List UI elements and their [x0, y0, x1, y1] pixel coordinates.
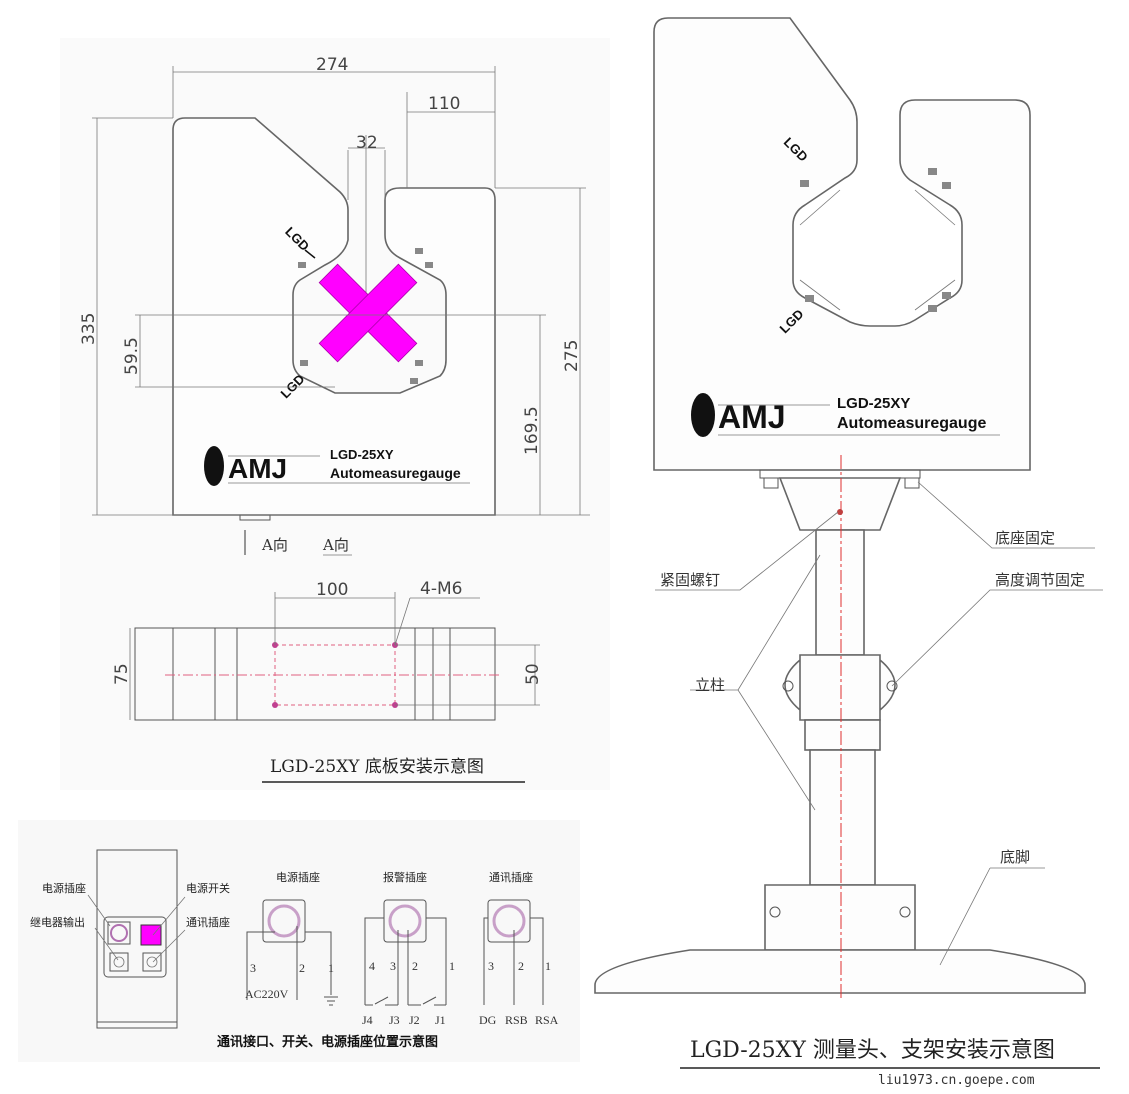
dim-75: 75 — [112, 663, 132, 685]
connector-panel: 电源插座 继电器输出 电源开关 通讯插座 电源插座 3 2 1 AC220V 报… — [18, 820, 580, 1062]
amj-logo-right: AMJ LGD-25XY Automeasuregauge — [691, 393, 1000, 437]
dim-335: 335 — [79, 313, 99, 345]
column-upper — [815, 529, 865, 656]
base-plate-caption: LGD-25XY 底板安装示意图 — [270, 757, 484, 777]
measuring-head-outline — [653, 17, 1031, 471]
comm-rsa: RSA — [535, 1013, 559, 1027]
callout-column: 立柱 — [695, 676, 725, 694]
device-side — [96, 849, 178, 1029]
alarm-j4: J4 — [362, 1013, 373, 1027]
stand-caption: LGD-25XY 测量头、支架安装示意图 — [690, 1038, 1055, 1063]
mount-neck — [778, 477, 902, 531]
power-pin-2: 2 — [299, 961, 305, 975]
alarm-socket-title: 报警插座 — [383, 870, 427, 884]
alarm-j2: J2 — [409, 1013, 420, 1027]
watermark: liu1973.cn.goepe.com — [878, 1073, 1035, 1088]
label-relay-output: 继电器输出 — [30, 915, 85, 929]
direction-label-a-1: A向 — [261, 536, 288, 554]
base-plate-view: 100 4-M6 75 50 LGD-25XY 底板安装示意图 — [112, 579, 543, 783]
dim-50: 50 — [523, 663, 543, 685]
label-power-socket: 电源插座 — [42, 881, 86, 895]
comm-pin-3: 3 — [488, 959, 494, 973]
comm-dg: DG — [479, 1013, 497, 1027]
dim-4-m6: 4-M6 — [420, 579, 462, 599]
dim-169-5: 169.5 — [522, 406, 542, 455]
alarm-j1: J1 — [435, 1013, 446, 1027]
base-block — [764, 884, 916, 951]
measurement-cross — [318, 263, 418, 363]
dim-59-5: 59.5 — [122, 337, 142, 375]
alarm-pin-1: 1 — [449, 959, 455, 973]
power-voltage: AC220V — [245, 987, 289, 1001]
dim-110: 110 — [428, 94, 460, 114]
dimension-lines: 274 110 32 335 275 59.5 169.5 — [79, 55, 590, 516]
connector-caption: 通讯接口、开关、电源插座位置示意图 — [217, 1034, 438, 1050]
svg-text:Automeasuregauge: Automeasuregauge — [330, 465, 461, 481]
label-comm-socket: 通讯插座 — [186, 915, 230, 929]
svg-text:AMJ: AMJ — [228, 453, 287, 484]
comm-pin-2: 2 — [518, 959, 524, 973]
callout-base-fix: 底座固定 — [995, 529, 1055, 547]
dim-100: 100 — [316, 580, 348, 600]
top-view: LGD LGD AMJ LGD-25XY Automeasuregauge 27… — [60, 38, 610, 790]
comm-pin-1: 1 — [545, 959, 551, 973]
height-clamp — [784, 654, 896, 721]
comm-rsb: RSB — [505, 1013, 528, 1027]
alarm-pin-4: 4 — [369, 959, 375, 973]
svg-text:AMJ: AMJ — [718, 399, 786, 435]
column-lower — [809, 749, 876, 886]
power-socket-title: 电源插座 — [276, 870, 320, 884]
comm-socket-title: 通讯插座 — [489, 870, 533, 884]
callout-height-fix: 高度调节固定 — [995, 571, 1085, 589]
svg-text:LGD-25XY: LGD-25XY — [330, 447, 394, 462]
dim-32: 32 — [356, 133, 378, 153]
dim-275: 275 — [562, 340, 582, 372]
power-switch — [140, 924, 162, 946]
callout-screw: 紧固螺钉 — [660, 571, 720, 589]
alarm-pin-3: 3 — [390, 959, 396, 973]
stand-view: LGD LGD AMJ LGD-25XY Automeasuregauge 底座… — [594, 17, 1103, 1069]
alarm-j3: J3 — [389, 1013, 400, 1027]
alarm-pin-2: 2 — [412, 959, 418, 973]
svg-text:Automeasuregauge: Automeasuregauge — [837, 415, 986, 432]
svg-text:LGD-25XY: LGD-25XY — [837, 395, 910, 412]
amj-logo: AMJ LGD-25XY Automeasuregauge — [204, 446, 470, 486]
dim-274: 274 — [316, 55, 348, 75]
callout-foot: 底脚 — [1000, 848, 1030, 866]
label-power-switch: 电源开关 — [186, 881, 230, 895]
power-pin-3: 3 — [250, 961, 256, 975]
base-foot — [594, 949, 1086, 994]
gauge-head-outline — [172, 117, 496, 516]
power-pin-1: 1 — [328, 961, 334, 975]
direction-label-a-2: A向 — [322, 536, 349, 554]
